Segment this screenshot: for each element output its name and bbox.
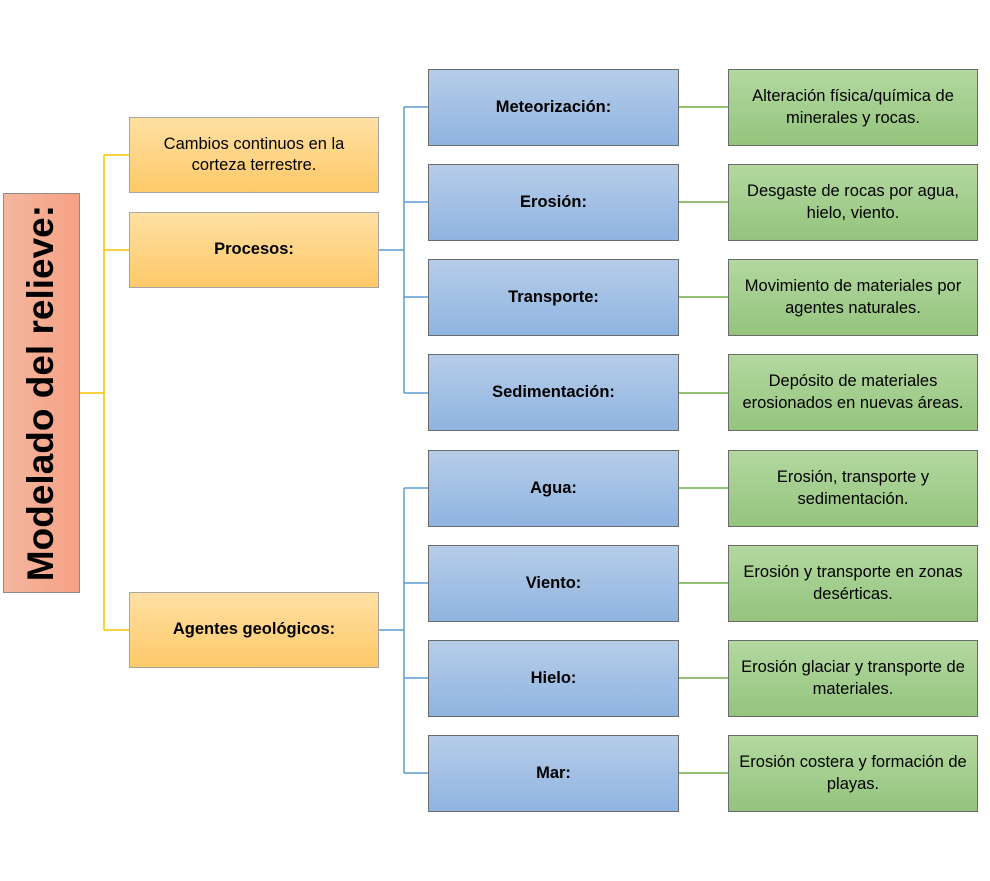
desc-transporte-text: Movimiento de materiales por agentes nat… [744, 277, 962, 317]
node-transporte-label: Transporte: [508, 287, 599, 306]
node-agua-label: Agua: [530, 478, 577, 497]
branch-procesos-label: Procesos: [214, 240, 294, 259]
desc-viento: Erosión y transporte en zonas desérticas… [728, 545, 978, 622]
desc-erosion: Desgaste de rocas por agua, hielo, vient… [728, 164, 978, 241]
desc-agua: Erosión, transporte y sedimentación. [728, 450, 978, 527]
node-hielo-label: Hielo: [530, 668, 577, 687]
desc-meteorizacion: Alteración física/química de minerales y… [728, 69, 978, 146]
branch-agentes-label: Agentes geológicos: [172, 620, 336, 639]
node-viento-label: Viento: [525, 573, 582, 592]
branch-agentes: Agentes geológicos: [129, 592, 379, 668]
node-meteorizacion-label: Meteorización: [495, 97, 612, 116]
desc-viento-text: Erosión y transporte en zonas desérticas… [743, 563, 963, 603]
desc-mar-text: Erosión costera y formación de playas. [739, 753, 967, 793]
node-transporte: Transporte: [428, 259, 679, 336]
desc-sedimentacion: Depósito de materiales erosionados en nu… [728, 354, 978, 431]
branch-cambios: Cambios continuos en la corteza terrestr… [129, 117, 379, 193]
root-title: Modelado del relieve: [20, 204, 62, 582]
node-erosion: Erosión: [428, 164, 679, 241]
desc-meteorizacion-text: Alteración física/química de minerales y… [752, 87, 954, 127]
node-erosion-label: Erosión: [520, 192, 587, 211]
desc-mar: Erosión costera y formación de playas. [728, 735, 978, 812]
node-sedimentacion: Sedimentación: [428, 354, 679, 431]
node-sedimentacion-label: Sedimentación: [492, 382, 615, 401]
desc-transporte: Movimiento de materiales por agentes nat… [728, 259, 978, 336]
branch-cambios-label: Cambios continuos en la corteza terrestr… [163, 134, 345, 174]
desc-erosion-text: Desgaste de rocas por agua, hielo, vient… [747, 182, 959, 222]
desc-agua-text: Erosión, transporte y sedimentación. [776, 468, 930, 508]
node-mar: Mar: [428, 735, 679, 812]
desc-hielo-text: Erosión glaciar y transporte de material… [741, 658, 965, 698]
node-meteorizacion: Meteorización: [428, 69, 679, 146]
root-node: Modelado del relieve: [3, 193, 80, 593]
node-hielo: Hielo: [428, 640, 679, 717]
desc-hielo: Erosión glaciar y transporte de material… [728, 640, 978, 717]
branch-procesos: Procesos: [129, 212, 379, 288]
node-agua: Agua: [428, 450, 679, 527]
node-mar-label: Mar: [536, 763, 571, 782]
node-viento: Viento: [428, 545, 679, 622]
desc-sedimentacion-text: Depósito de materiales erosionados en nu… [742, 372, 964, 412]
